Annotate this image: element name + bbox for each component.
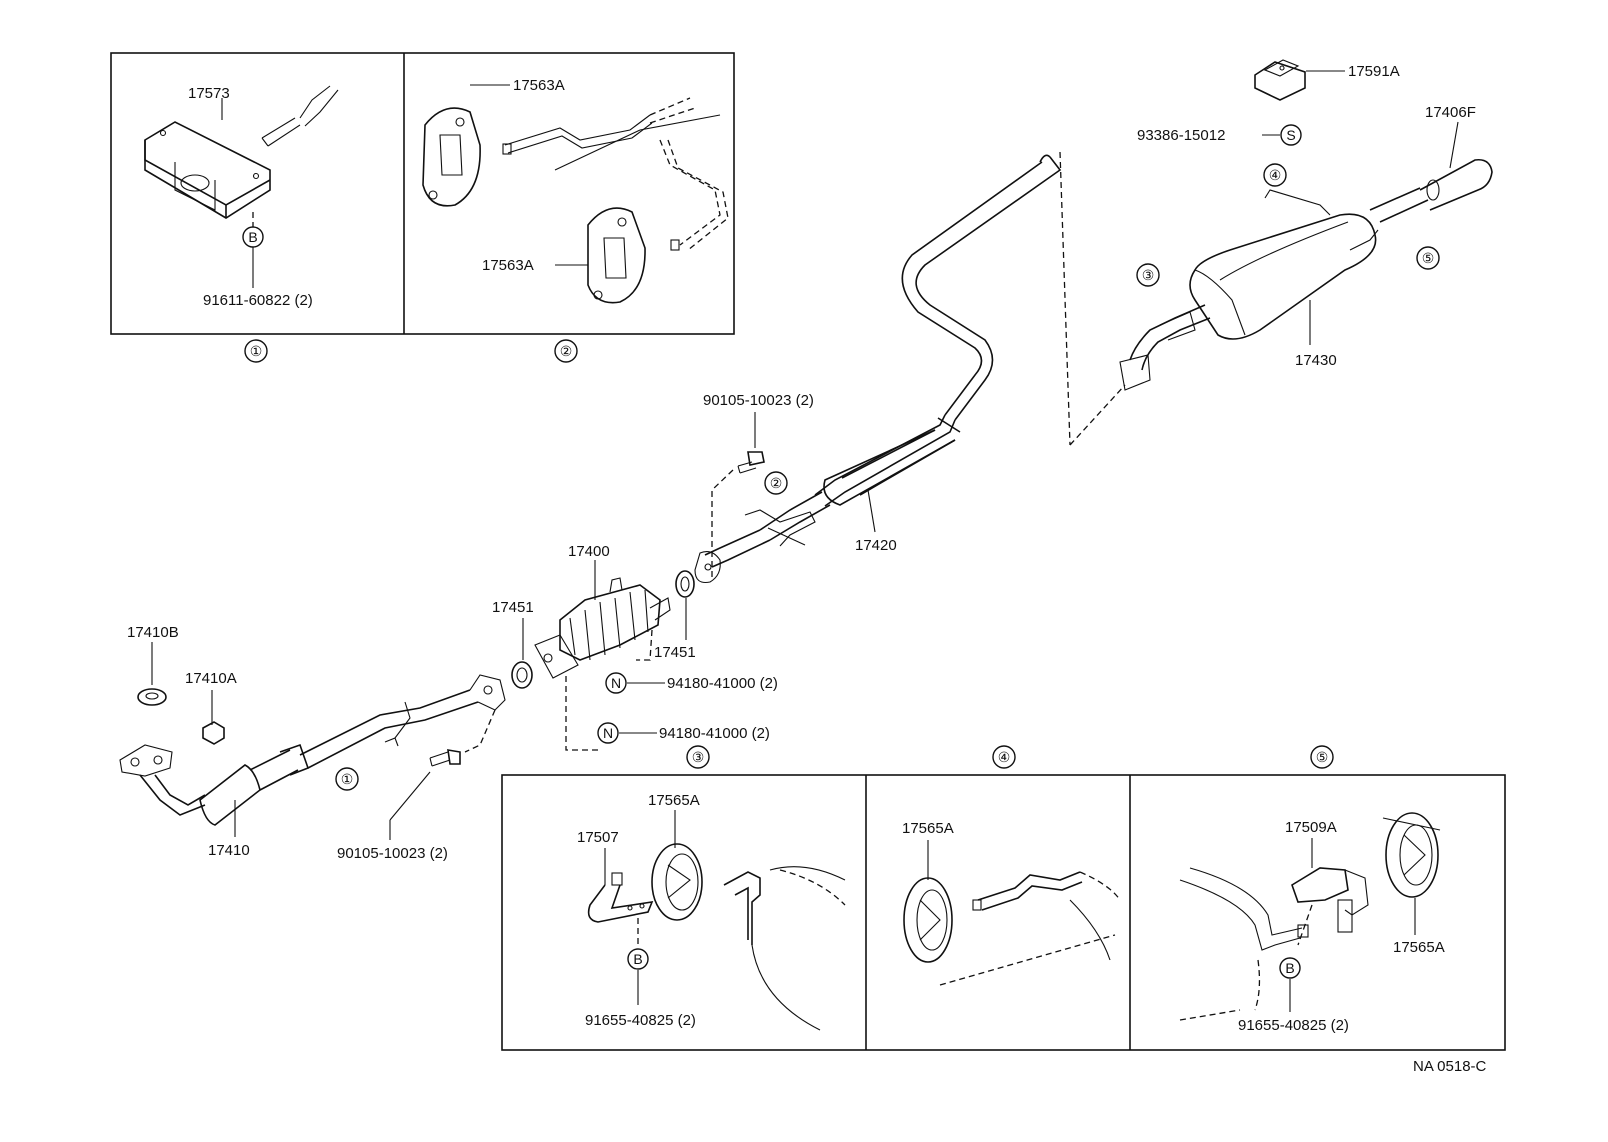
bolt-90105-top-drawing [737,451,765,474]
marker-5-panel: ⑤ [1310,745,1334,769]
callout-17565A-panel4: 17565A [902,820,954,837]
callout-94180-41000-lower: 94180-41000 (2) [659,725,770,742]
marker-b-panel5: B [1279,957,1301,979]
marker-3-ref: ③ [1136,263,1160,287]
callout-17563A-bottom: 17563A [482,257,534,274]
svg-text:③: ③ [692,749,705,765]
marker-4-panel: ④ [992,745,1016,769]
marker-n-lower: N [597,722,619,744]
gasket-17451-left-drawing [511,661,533,689]
svg-text:④: ④ [1269,167,1282,183]
callout-17591A: 17591A [1348,63,1400,80]
callout-90105-10023-bottom: 90105-10023 (2) [337,845,448,862]
svg-text:⑤: ⑤ [1422,250,1435,266]
svg-text:S: S [1286,127,1295,143]
svg-text:⑤: ⑤ [1316,749,1329,765]
callout-91655-40825-panel3: 91655-40825 (2) [585,1012,696,1029]
svg-text:②: ② [560,343,573,359]
callout-17420: 17420 [855,537,897,554]
callout-17565A-panel5: 17565A [1393,939,1445,956]
callout-17507: 17507 [577,829,619,846]
cushion-17565A-panel4-drawing [903,871,1121,986]
marker-2-panel: ② [554,339,578,363]
leader-17420 [867,489,876,533]
svg-text:N: N [611,675,621,691]
marker-b-panel3: B [627,948,649,970]
callout-17430: 17430 [1295,352,1337,369]
svg-text:①: ① [341,771,354,787]
callout-90105-10023-top: 90105-10023 (2) [703,392,814,409]
front-pipe-17410-drawing [119,674,506,826]
stopper-17591A-drawing [1254,59,1306,101]
callout-17509A: 17509A [1285,819,1337,836]
callout-17410B: 17410B [127,624,179,641]
callout-17400: 17400 [568,543,610,560]
svg-text:B: B [633,951,642,967]
svg-text:①: ① [250,343,263,359]
callout-17406F: 17406F [1425,104,1476,121]
callout-17573: 17573 [188,85,230,102]
cushion-17565A-panel5-drawing [1179,812,1441,1021]
svg-text:B: B [1285,960,1294,976]
bolt-90105-bottom-drawing [429,749,461,767]
nut-17410A-drawing [202,721,225,745]
marker-n-upper: N [605,672,627,694]
callout-91611-60822: 91611-60822 (2) [203,292,313,309]
marker-1-ref: ① [335,767,359,791]
callout-94180-41000-upper: 94180-41000 (2) [667,675,778,692]
diagram-code: NA 0518-C [1413,1058,1487,1075]
bracket-17507-drawing [587,872,654,945]
nut-17410B-drawing [137,688,167,706]
svg-text:N: N [603,725,613,741]
marker-1-panel: ① [244,339,268,363]
callout-17410A: 17410A [185,670,237,687]
center-pipe-17420-drawing [694,151,1126,584]
catalytic-converter-17400-drawing [534,577,671,751]
marker-5-ref: ⑤ [1416,246,1440,270]
hanger-17563A-drawing [422,97,729,304]
heat-insulator-17573-drawing [144,85,339,228]
callout-91655-40825-panel5: 91655-40825 (2) [1238,1017,1349,1034]
leader-17406F [1449,121,1459,169]
svg-text:③: ③ [1142,267,1155,283]
marker-2-ref: ② [764,471,788,495]
gasket-17451-right-drawing [675,570,695,598]
marker-3-panel: ③ [686,745,710,769]
callout-17410: 17410 [208,842,250,859]
callout-17451-left: 17451 [492,599,534,616]
svg-text:②: ② [770,475,783,491]
svg-text:B: B [248,229,257,245]
marker-s: S [1280,124,1302,146]
callout-93386-15012: 93386-15012 [1137,127,1225,144]
detail-panel-3-4-5 [501,774,1506,1051]
svg-text:④: ④ [998,749,1011,765]
bracket-17509A-drawing [1291,867,1369,946]
detail-panel-1-2 [110,52,735,335]
callout-17563A-top: 17563A [513,77,565,94]
callout-17565A-panel3: 17565A [648,792,700,809]
cushion-17565A-panel3-drawing [651,843,846,1031]
tail-muffler-17430-drawing [1119,158,1493,391]
marker-4-ref: ④ [1263,163,1287,187]
leader-90105-bottom [389,771,431,821]
callout-17451-right: 17451 [654,644,696,661]
marker-b-panel1: B [242,226,264,248]
